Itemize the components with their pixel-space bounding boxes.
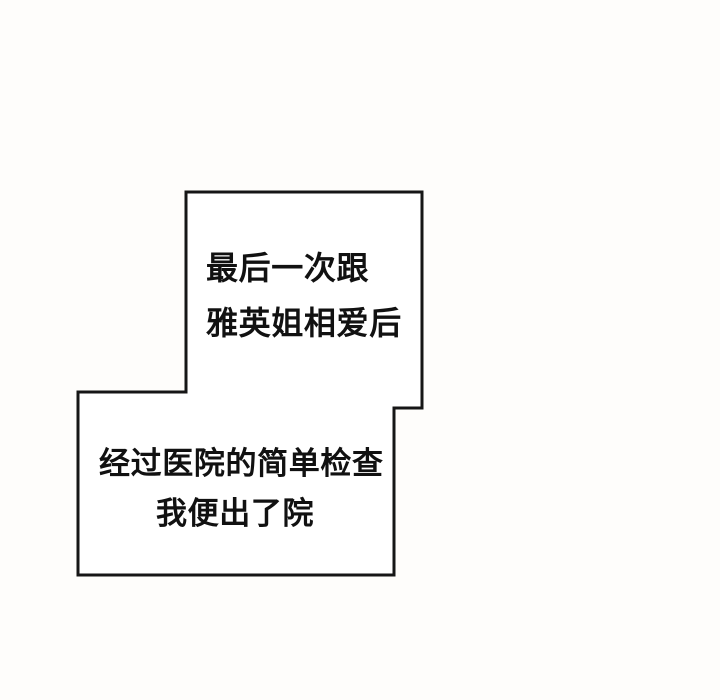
speech-bubble: [70, 184, 436, 588]
bubble-path: [76, 190, 424, 577]
speech-bubble-outline: [76, 190, 424, 577]
